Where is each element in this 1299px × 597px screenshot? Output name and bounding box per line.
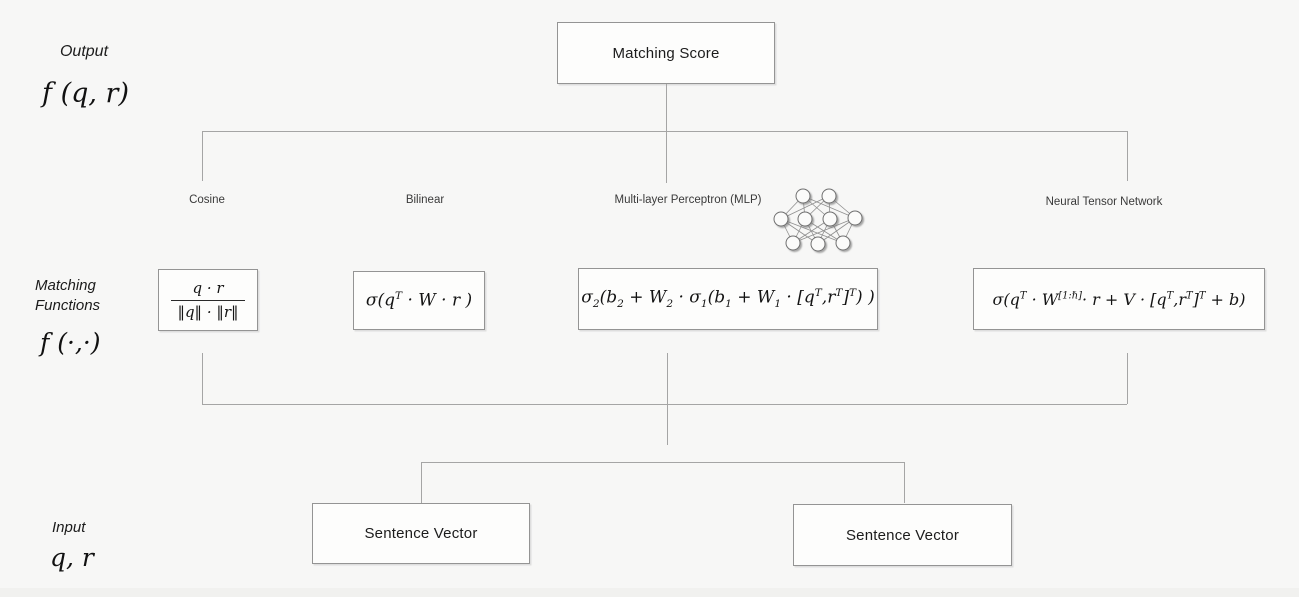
connector-center-down — [667, 353, 668, 445]
cosine-fraction: q · r ‖q‖ · ‖r‖ — [171, 279, 245, 322]
connector-ntn-down — [1127, 353, 1128, 404]
connector-top-horizontal — [202, 131, 1127, 132]
connector-cosine-down — [202, 353, 203, 404]
connector-drop-left-vector — [421, 462, 422, 503]
column-label-mlp: Multi-layer Perceptron (MLP) — [614, 194, 762, 206]
column-label-cosine: Cosine — [189, 194, 225, 206]
neural-network-icon — [773, 188, 863, 252]
output-row-label: Output — [59, 43, 109, 60]
cosine-denominator: ‖q‖ · ‖r‖ — [177, 302, 239, 321]
ntn-formula-node: σ(qT · W[1:ℏ]· r + V · [qT,rT]T + b) — [973, 268, 1265, 330]
connector-drop-right-vector — [904, 462, 905, 503]
bilinear-formula: σ(qT · W · r ) — [365, 290, 473, 311]
sentence-vector-left-node: Sentence Vector — [312, 503, 530, 564]
matching-score-label: Matching Score — [612, 44, 720, 62]
connector-drop-mlp — [666, 131, 667, 183]
connector-mid-horizontal — [202, 404, 1127, 405]
fraction-bar — [171, 299, 245, 301]
sentence-vector-right-label: Sentence Vector — [845, 526, 960, 544]
sentence-vector-right-node: Sentence Vector — [793, 504, 1012, 566]
cosine-formula-node: q · r ‖q‖ · ‖r‖ — [158, 269, 258, 331]
sentence-vector-left-label: Sentence Vector — [364, 525, 478, 542]
column-label-bilinear: Bilinear — [405, 194, 445, 206]
input-row-label: Input — [52, 519, 86, 536]
ntn-formula: σ(qT · W[1:ℏ]· r + V · [qT,rT]T + b) — [992, 289, 1246, 309]
output-math-label: f (q, r) — [42, 78, 129, 109]
matching-functions-row-label: Matching Functions — [35, 277, 101, 314]
input-math-label: q, r — [50, 543, 94, 572]
mlp-formula-node: σ2(b2 + W2 · σ1(b1 + W1 · [qT,rT]T) ) — [578, 268, 878, 330]
connector-score-to-branch — [666, 84, 667, 131]
matching-score-node: Matching Score — [557, 22, 775, 84]
cosine-numerator: q · r — [192, 278, 224, 297]
matching-functions-math-label: f (·,·) — [40, 328, 101, 357]
connector-drop-ntn — [1127, 131, 1128, 181]
connector-low-horizontal — [421, 462, 904, 463]
bilinear-formula-node: σ(qT · W · r ) — [353, 271, 485, 330]
column-label-ntn: Neural Tensor Network — [1045, 196, 1163, 208]
bottom-strip — [0, 588, 1299, 597]
mlp-formula: σ2(b2 + W2 · σ1(b1 + W1 · [qT,rT]T) ) — [581, 287, 875, 311]
connector-drop-cosine — [202, 131, 203, 181]
